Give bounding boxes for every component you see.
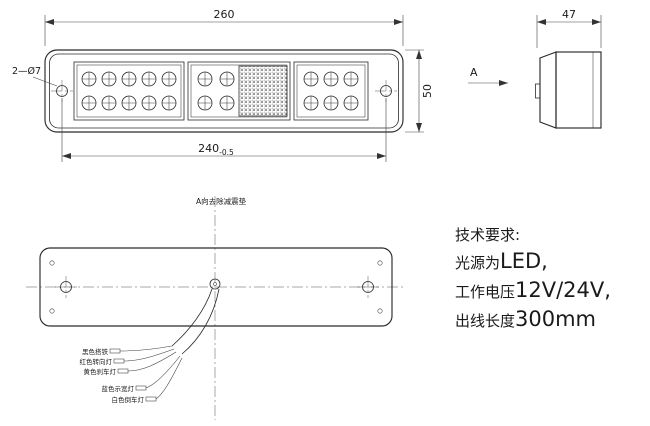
screw-boss <box>49 260 55 266</box>
tech-line1-lat: LED, <box>500 249 548 273</box>
wire-label-1: 黑色搭铁 <box>82 347 109 356</box>
wire-label-3: 黄色刹车灯 <box>84 367 117 376</box>
reflector-grid <box>238 65 288 117</box>
tech-line1-cn: 光源为 <box>455 254 500 272</box>
view-arrow-label: A <box>470 66 478 79</box>
lamp-inner-bezel <box>49 53 399 129</box>
svg-text:240-0.5: 240-0.5 <box>198 142 234 157</box>
led-cross <box>220 96 234 110</box>
led-cross <box>142 96 156 110</box>
led-cross <box>304 72 318 86</box>
tech-line3-cn: 出线长度 <box>455 312 515 330</box>
led-array-middle <box>197 71 235 111</box>
svg-text:出线长度300mm: 出线长度300mm <box>455 307 596 331</box>
led-cross <box>102 72 116 86</box>
screw-boss <box>377 260 383 266</box>
tech-line2-cn: 工作电压 <box>455 283 515 301</box>
led-cross <box>324 96 338 110</box>
svg-text:工作电压12V/24V,: 工作电压12V/24V, <box>455 278 611 302</box>
view-direction-arrow: A <box>468 66 508 86</box>
led-cross <box>344 96 358 110</box>
wire-terminal <box>113 358 125 364</box>
led-cross <box>102 96 116 110</box>
dim-width-label: 260 <box>214 8 235 21</box>
dim-height-50: 50 <box>405 49 434 133</box>
dim-mount-label: 240 <box>198 142 219 155</box>
hole-callout-label: 2—Ø7 <box>12 66 41 77</box>
led-array-left <box>81 71 177 111</box>
led-cross <box>82 96 96 110</box>
dim-mount-tolerance: -0.5 <box>219 148 234 157</box>
cable-gland <box>209 278 221 290</box>
tech-requirements: 技术要求: 光源为LED, 工作电压12V/24V, 出线长度300mm <box>455 226 611 331</box>
led-section-2 <box>187 61 291 121</box>
side-view: 47 <box>535 8 602 129</box>
wire-label-5: 白色倒车灯 <box>112 395 145 404</box>
led-cross <box>344 72 358 86</box>
led-section-1 <box>73 61 185 121</box>
rear-view-title: A向去除减震垫 <box>196 196 247 206</box>
wire-terminal <box>109 348 121 354</box>
tech-line3-lat: 300mm <box>515 307 596 331</box>
led-cross <box>304 96 318 110</box>
lamp-outer-body <box>44 49 404 133</box>
rear-mount-hole-right <box>357 276 379 298</box>
dim-width-260: 260 <box>44 8 404 46</box>
led-cross <box>162 96 176 110</box>
tech-line2-lat: 12V/24V, <box>515 278 611 302</box>
mount-hole-left <box>51 80 73 102</box>
wire-label-4: 蓝色示宽灯 <box>102 384 135 393</box>
wire-terminal <box>145 396 157 402</box>
side-lens-profile <box>539 51 557 129</box>
led-cross <box>122 72 136 86</box>
rear-housing <box>39 247 393 327</box>
wire-terminal <box>135 385 147 391</box>
tech-title: 技术要求: <box>455 226 520 244</box>
rear-mount-hole-left <box>55 276 77 298</box>
led-cross <box>324 72 338 86</box>
led-cross <box>82 72 96 86</box>
rear-view: A向去除减震垫 <box>26 196 404 420</box>
dim-depth-47: 47 <box>536 8 602 48</box>
wire-labels: 黑色搭铁 红色转向灯 黄色刹车灯 蓝色示宽灯 白色倒车灯 <box>80 347 145 404</box>
led-section-3 <box>293 61 369 121</box>
cable-bundle <box>109 288 220 402</box>
dim-height-label: 50 <box>421 84 434 98</box>
hole-callout-leader <box>32 76 58 87</box>
led-cross <box>122 96 136 110</box>
dim-depth-label: 47 <box>562 8 576 21</box>
led-cross <box>198 96 212 110</box>
led-array-right <box>303 71 359 111</box>
led-cross <box>220 72 234 86</box>
screw-boss <box>49 308 55 314</box>
front-view: 2—Ø7 260 5 <box>12 8 434 162</box>
led-cross <box>198 72 212 86</box>
led-cross <box>162 72 176 86</box>
led-cross <box>142 72 156 86</box>
wire-terminal <box>117 368 129 374</box>
svg-text:光源为LED,: 光源为LED, <box>455 249 548 273</box>
side-boss <box>535 83 541 99</box>
side-body <box>555 51 602 129</box>
screw-boss <box>377 308 383 314</box>
wire-label-2: 红色转向灯 <box>80 357 113 366</box>
dim-mount-240: 240-0.5 <box>61 98 387 162</box>
mount-hole-right <box>375 80 397 102</box>
